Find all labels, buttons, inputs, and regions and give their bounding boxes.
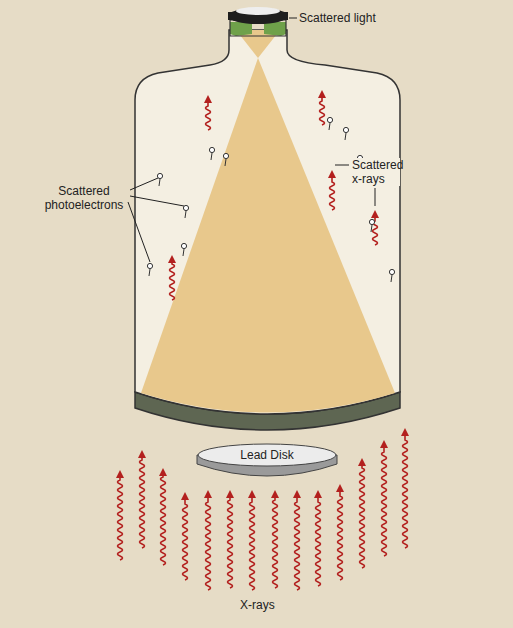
electron-tail [225, 159, 226, 166]
x-ray-arrowhead [328, 170, 336, 178]
photoelectron [389, 269, 394, 274]
photoelectrons-label: Scattered photoelectrons [36, 184, 132, 212]
electron-tail [159, 179, 160, 186]
electron-tail [329, 123, 330, 130]
x-ray-arrowhead [116, 470, 124, 478]
scattered-light-patch [264, 22, 286, 36]
x-ray-wave [170, 262, 175, 300]
x-ray-wave [273, 497, 278, 588]
photoelectron [209, 147, 214, 152]
scintillator-housing [135, 30, 400, 414]
light-cone [141, 58, 395, 413]
electron-tail [185, 211, 186, 218]
electron-tail [391, 275, 392, 282]
window-ring [228, 8, 288, 24]
window-glass [236, 7, 280, 15]
x-ray-arrowhead [293, 490, 301, 498]
x-ray-arrowhead [314, 490, 322, 498]
x-ray-arrowhead [204, 490, 212, 498]
leader-line [128, 202, 150, 262]
x-ray-arrowhead [358, 458, 366, 466]
x-ray-arrowhead [204, 95, 212, 103]
x-ray-wave [118, 477, 123, 560]
x-ray-wave [360, 465, 365, 568]
x-ray-wave [250, 497, 255, 590]
disk-top [198, 444, 336, 466]
x-ray-arrowhead [318, 90, 326, 98]
electron-tail [371, 225, 372, 232]
x-ray-arrowhead [181, 492, 189, 500]
x-ray-wave [330, 177, 335, 210]
leader-line [130, 196, 184, 206]
x-ray-wave [140, 457, 145, 548]
x-ray-arrowhead [380, 440, 388, 448]
electron-tail [345, 133, 346, 140]
leader-line [130, 178, 158, 190]
x-ray-wave [183, 499, 188, 580]
x-ray-wave [228, 497, 233, 588]
x-ray-wave [206, 102, 211, 130]
x-ray-arrowhead [138, 450, 146, 458]
disk-label: Lead Disk [240, 448, 293, 462]
x-ray-wave [161, 475, 166, 565]
x-ray-wave [403, 435, 408, 548]
leader-line [289, 18, 297, 19]
lead-disk: Lead Disk [197, 443, 337, 467]
photoelectron [183, 205, 188, 210]
photoelectron [223, 153, 228, 158]
x-ray-arrowhead [168, 255, 176, 263]
photoelectron [343, 127, 348, 132]
x-ray-arrowhead [248, 490, 256, 498]
photoelectron [147, 263, 152, 268]
x-rays-label: X-rays [240, 598, 275, 612]
x-ray-arrowhead [371, 210, 379, 218]
leader-line [335, 165, 349, 166]
electron-tail [149, 269, 150, 276]
electron-tail [211, 153, 212, 160]
x-ray-arrowhead [159, 468, 167, 476]
scattered-light-patch [230, 22, 252, 36]
x-ray-arrowhead [336, 484, 344, 492]
x-ray-wave [316, 497, 321, 586]
x-ray-arrowhead [401, 428, 409, 436]
photoelectron [181, 243, 186, 248]
photoelectron [327, 117, 332, 122]
x-ray-wave [382, 447, 387, 556]
photoelectron [369, 219, 374, 224]
leader-line [375, 188, 376, 206]
x-ray-arrowhead [226, 490, 234, 498]
photoelectron [157, 173, 162, 178]
electron-tail [183, 249, 184, 256]
x-ray-wave [206, 497, 211, 590]
scattered-xrays-label: Scattered x-rays [351, 158, 400, 186]
x-ray-wave [338, 491, 343, 580]
x-ray-wave [320, 97, 325, 125]
x-ray-wave [295, 497, 300, 590]
x-ray-arrowhead [271, 490, 279, 498]
scattered-light-label: Scattered light [299, 11, 376, 25]
